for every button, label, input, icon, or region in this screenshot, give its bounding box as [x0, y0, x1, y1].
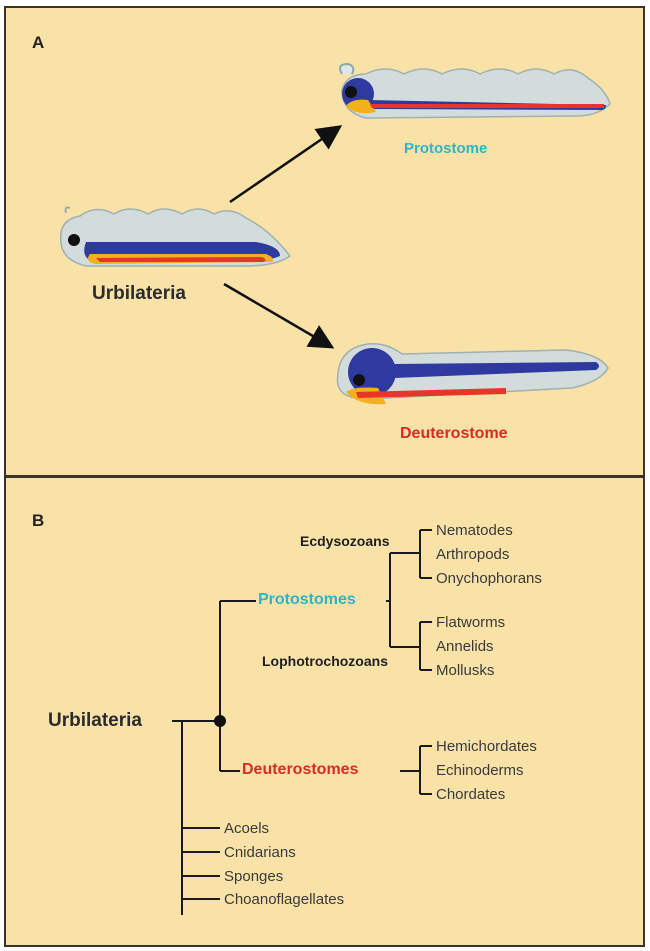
tree-root-label: Urbilateria [48, 711, 142, 730]
deuterostome-eye [353, 374, 365, 386]
taxon-label: Cnidarians [224, 845, 296, 860]
arrow-to-protostome [230, 128, 338, 202]
taxon-label: Echinoderms [436, 763, 524, 778]
deuterostome-larva [338, 344, 609, 405]
deuterostome-label: Deuterostome [400, 426, 508, 442]
taxon-label: Mollusks [436, 663, 494, 678]
taxon-label: Nematodes [436, 523, 513, 538]
protostome-eye [345, 86, 357, 98]
panel-a-illustration [6, 8, 647, 479]
deuterostomes-label: Deuterostomes [242, 762, 358, 778]
protostome-label: Protostome [404, 141, 487, 156]
taxon-label: Onychophorans [436, 571, 542, 586]
protostome-larva [340, 64, 610, 118]
taxon-label: Flatworms [436, 615, 505, 630]
urbilateria-eye [68, 234, 80, 246]
taxon-label: Chordates [436, 787, 505, 802]
urbilateria-label: Urbilateria [92, 284, 186, 303]
taxon-label: Hemichordates [436, 739, 537, 754]
root-node [214, 715, 226, 727]
protostomes-label: Protostomes [258, 592, 356, 608]
taxon-label: Arthropods [436, 547, 509, 562]
taxon-label: Sponges [224, 869, 283, 884]
taxon-label: Annelids [436, 639, 494, 654]
taxon-label: Choanoflagellates [224, 892, 344, 907]
taxon-label: Acoels [224, 821, 269, 836]
lophotrochozoans-label: Lophotrochozoans [262, 654, 388, 668]
ecdysozoans-label: Ecdysozoans [300, 534, 389, 548]
panel-b: B [4, 477, 645, 947]
panel-a: A [4, 6, 645, 477]
arrow-to-deuterostome [224, 284, 330, 346]
urbilateria-larva [61, 208, 290, 266]
